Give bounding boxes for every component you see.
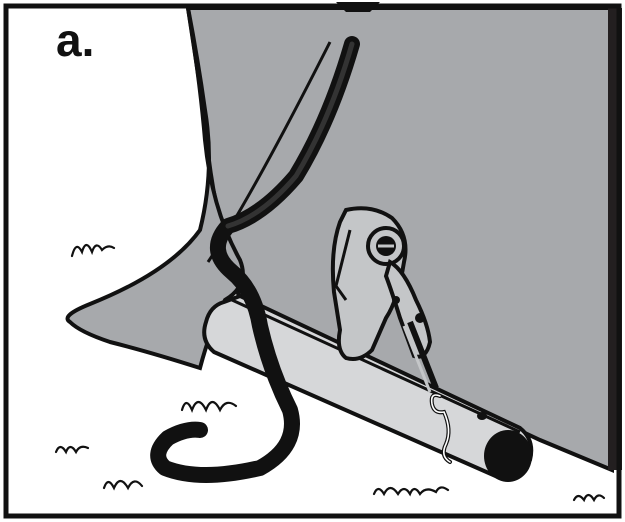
panel-label: a. xyxy=(56,14,94,66)
pole-end-cap xyxy=(484,430,532,482)
pole-hole xyxy=(477,412,487,420)
